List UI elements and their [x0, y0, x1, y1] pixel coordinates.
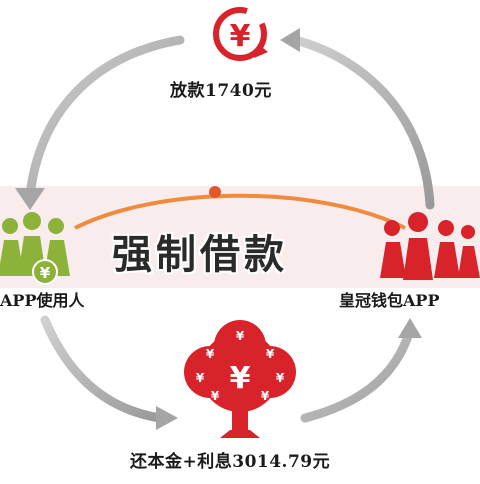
label-repayment-amount: 还本金+利息3014.79元	[130, 452, 331, 472]
arrowhead-top	[280, 28, 300, 52]
user-group-yen-icon: ¥	[0, 212, 70, 285]
arrow-top-to-left	[25, 35, 185, 200]
label-lender-app: 皇冠钱包APP	[339, 291, 440, 310]
arrowhead-bottom	[156, 406, 178, 430]
svg-text:¥: ¥	[236, 329, 245, 343]
center-arc-dot	[209, 186, 221, 198]
money-tree-icon: ¥ ¥ ¥ ¥ ¥ ¥ ¥ ¥	[184, 320, 296, 438]
user-group-icon	[380, 212, 480, 280]
svg-text:¥: ¥	[261, 389, 270, 403]
svg-text:¥: ¥	[266, 347, 275, 361]
center-arc	[74, 193, 406, 230]
overlay-title: 强制借款	[112, 232, 288, 278]
label-app-user: APP使用人	[0, 291, 85, 310]
arrowhead-left	[15, 188, 45, 210]
label-loan-amount: 放款1740元	[170, 81, 272, 101]
svg-text:¥: ¥	[196, 371, 205, 385]
svg-text:¥: ¥	[206, 347, 215, 361]
yen-cycle-icon: ¥	[213, 7, 268, 61]
svg-text:¥: ¥	[40, 264, 51, 282]
svg-text:¥: ¥	[276, 371, 285, 385]
svg-text:¥: ¥	[230, 19, 251, 54]
arrow-left-to-bottom	[40, 315, 165, 423]
arrow-bottom-to-right	[300, 325, 415, 423]
arrow-heads	[15, 28, 422, 430]
svg-text:¥: ¥	[211, 389, 220, 403]
arrow-right-to-top	[290, 35, 435, 210]
svg-text:¥: ¥	[230, 361, 251, 396]
arrowhead-right	[398, 318, 422, 338]
cycle-arrows	[25, 35, 435, 423]
